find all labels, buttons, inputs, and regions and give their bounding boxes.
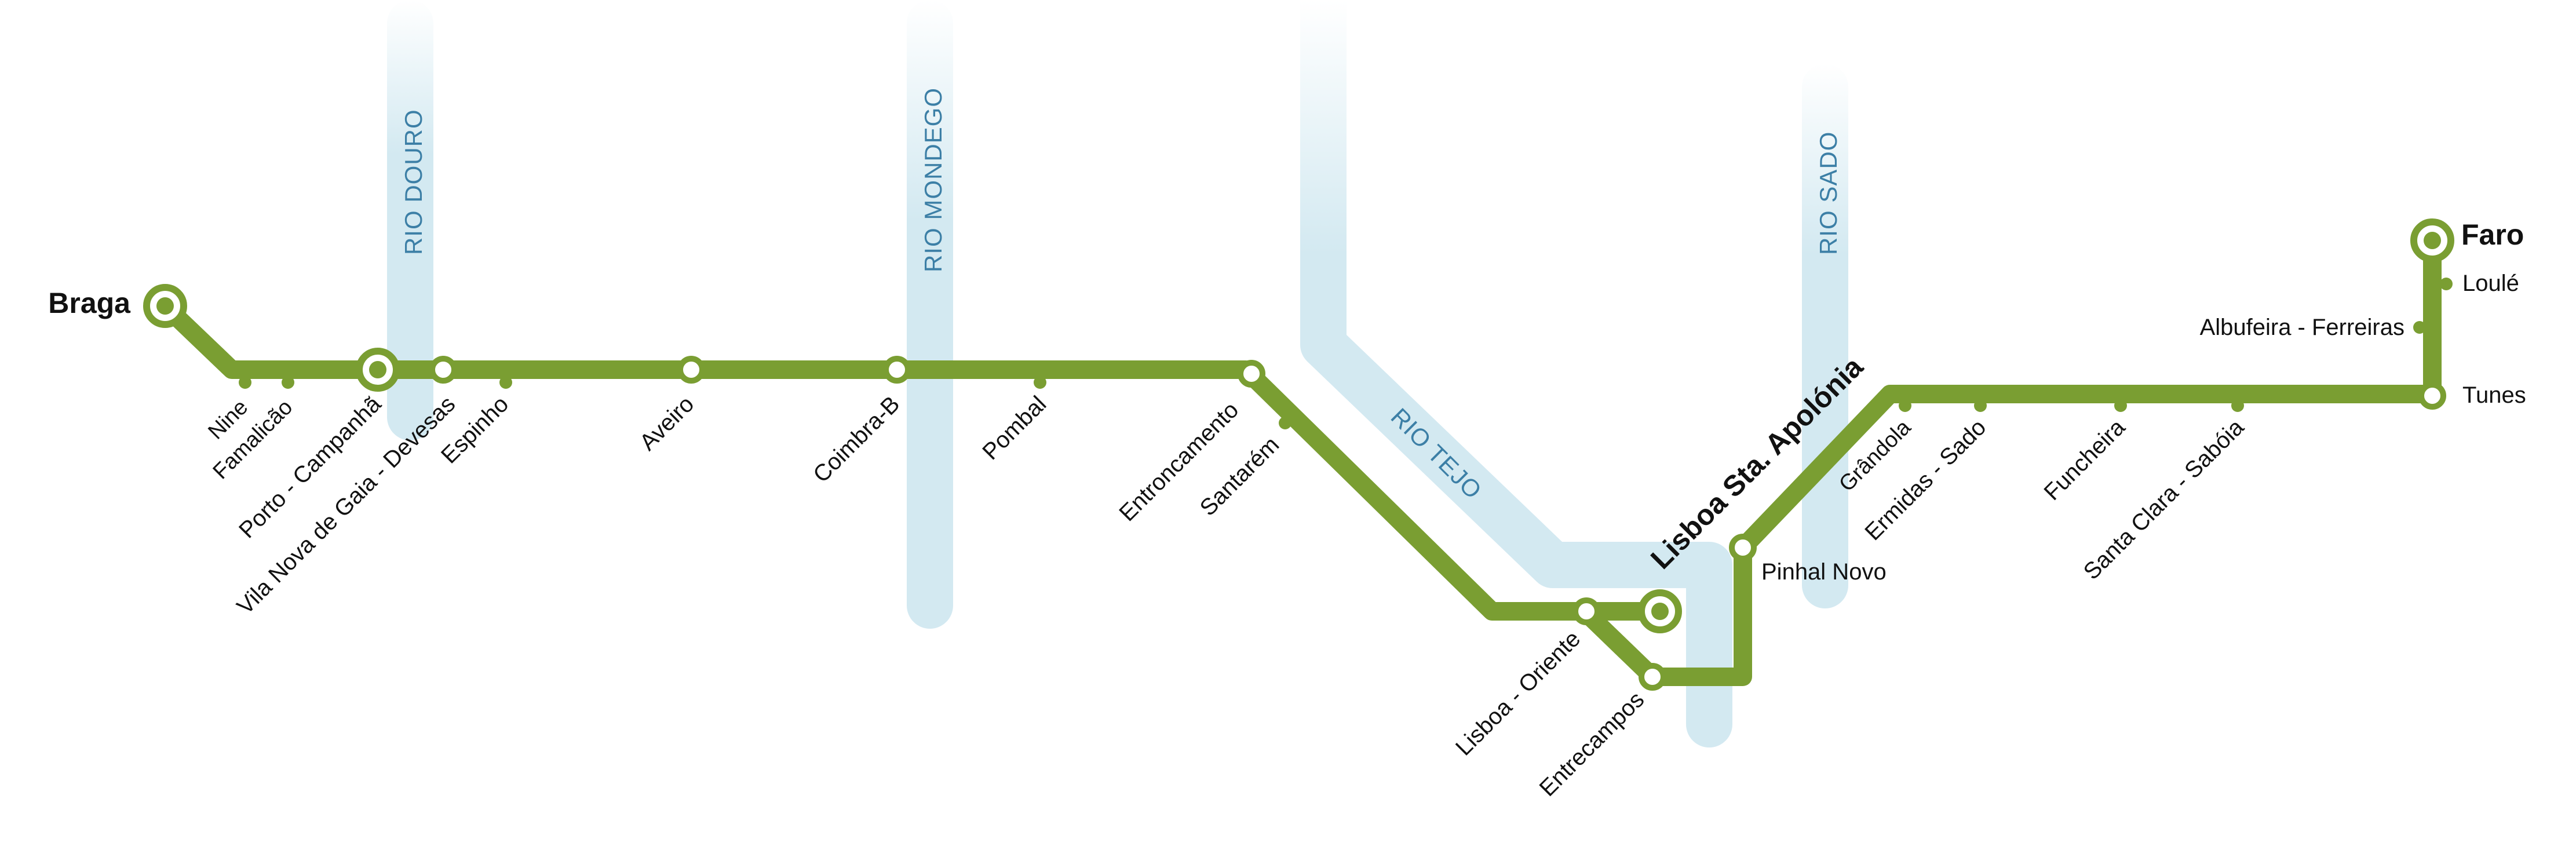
station-entrecampos	[1639, 663, 1666, 691]
station-braga	[143, 284, 187, 328]
stop-ermidas-sado	[1974, 399, 1987, 412]
stop-santarem	[1279, 417, 1291, 429]
label-pombal: Pombal	[977, 391, 1051, 465]
label-coimbra-b: Coimbra-B	[808, 391, 904, 487]
stop-espinho	[499, 376, 512, 389]
river-tejo	[1300, 0, 1732, 747]
stop-loule	[2440, 278, 2453, 290]
station-coimbra-b	[883, 356, 911, 384]
label-funcheira: Funcheira	[2039, 414, 2130, 505]
label-braga: Braga	[48, 287, 131, 319]
stop-santa-clara-saboia	[2231, 399, 2244, 412]
label-porto-campanha: Porto - Campanhã	[234, 391, 386, 544]
label-albufeira-ferreiras: Albufeira - Ferreiras	[2200, 315, 2404, 340]
label-lisboa-oriente: Lisboa - Oriente	[1451, 626, 1585, 760]
station-aveiro	[677, 356, 705, 384]
river-douro-label: RIO DOURO	[400, 109, 427, 255]
river-sado-label: RIO SADO	[1815, 132, 1842, 255]
river-tejo-label: RIO TEJO	[1386, 403, 1487, 504]
river-mondego-label: RIO MONDEGO	[920, 87, 947, 272]
minor-stops	[239, 278, 2453, 429]
station-porto-campanha	[356, 348, 400, 392]
station-vila-nova-gaia	[429, 356, 457, 384]
station-pinhal-novo	[1729, 534, 1757, 561]
label-loule: Loulé	[2462, 271, 2519, 296]
stop-albufeira-ferreiras	[2413, 321, 2426, 334]
label-aveiro: Aveiro	[635, 391, 699, 455]
station-entroncamento	[1238, 360, 1265, 388]
river-douro	[387, 0, 433, 440]
major-stations	[143, 218, 2454, 633]
label-pinhal-novo: Pinhal Novo	[1761, 559, 1887, 585]
river-mondego	[907, 0, 953, 629]
stop-funcheira	[2114, 399, 2127, 412]
stop-famalicao	[282, 376, 294, 389]
station-lisboa-oriente	[1572, 597, 1600, 625]
station-tunes	[2418, 382, 2446, 410]
stop-grandola	[1899, 399, 1911, 412]
label-faro: Faro	[2461, 218, 2524, 251]
stop-nine	[239, 376, 251, 389]
station-lisboa-sta-apolonia	[1638, 589, 1682, 633]
label-entrecampos: Entrecampos	[1535, 687, 1650, 801]
stop-pombal	[1034, 376, 1046, 389]
station-faro	[2410, 218, 2454, 262]
stations	[429, 356, 2446, 691]
label-tunes: Tunes	[2462, 382, 2526, 408]
